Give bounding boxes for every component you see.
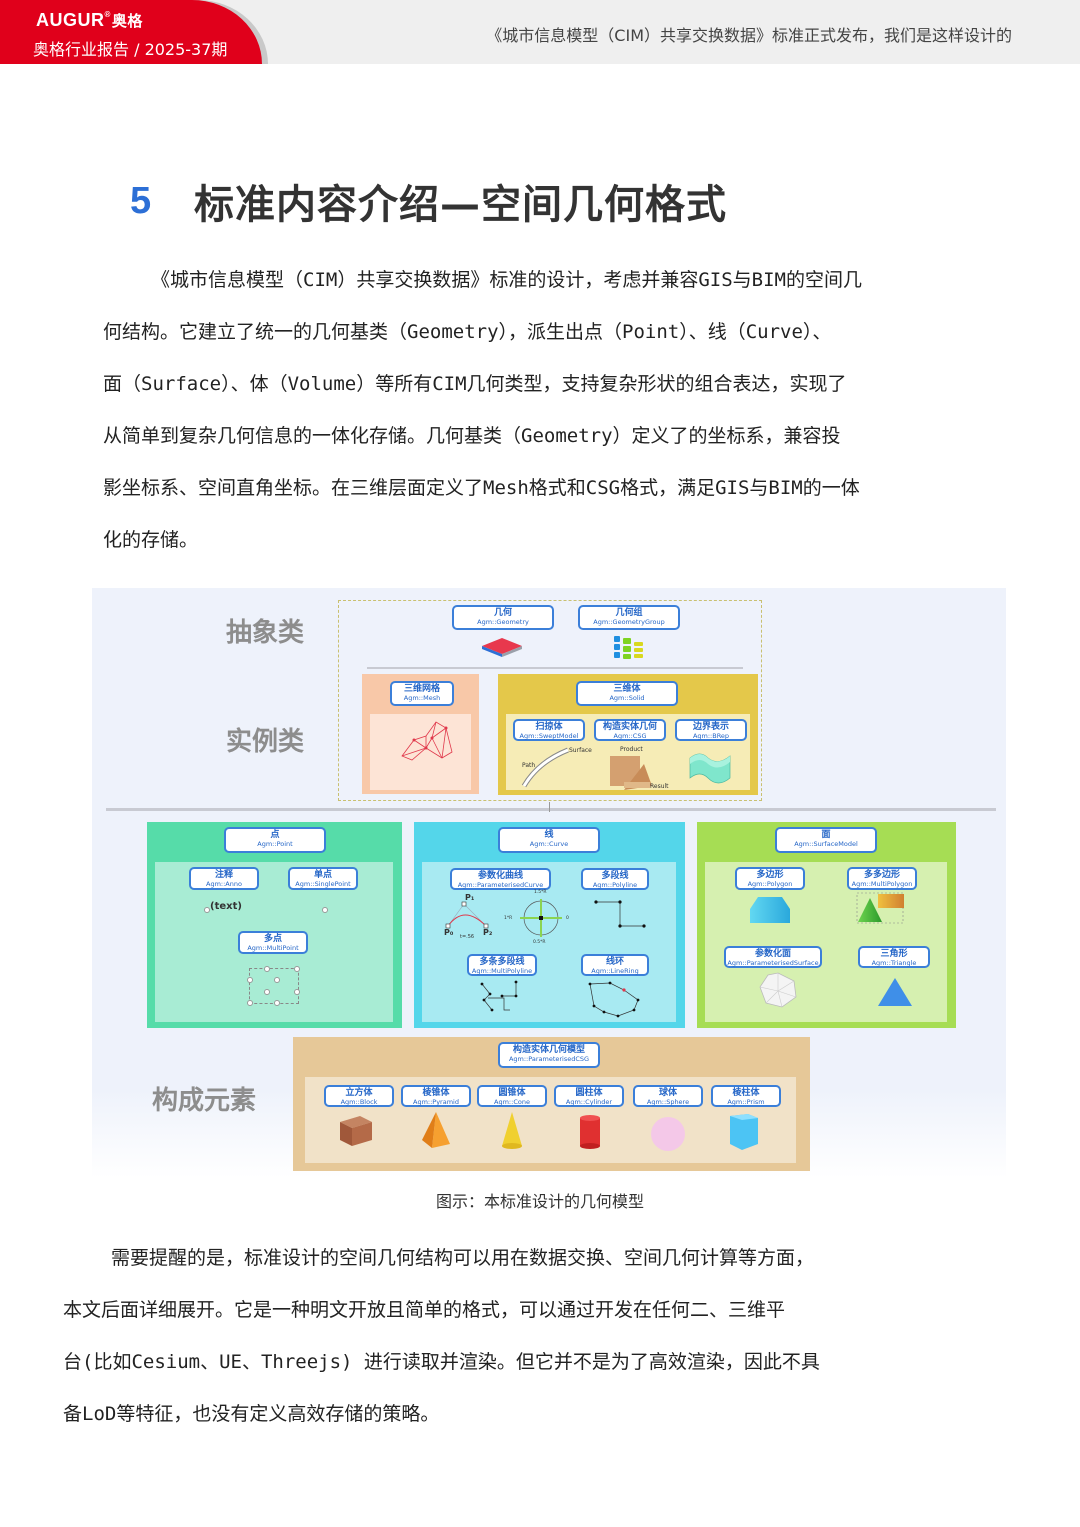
bezier-curve-icon (445, 901, 489, 929)
row-label-abstract: 抽象类 (226, 618, 305, 648)
single-point-icon (322, 907, 328, 913)
brand-logo: AUGUR®奥格 (36, 10, 143, 31)
paragraph-line: 本文后面详细展开。它是一种明文开放且简单的格式，可以通过开发在任何二、三维平 (63, 1299, 786, 1321)
page-header: AUGUR®奥格 奥格行业报告 / 2025-37期 《城市信息模型（CIM）共… (0, 0, 1080, 64)
abstract-divider (367, 667, 743, 669)
swept-model-icon (521, 747, 569, 788)
section-number: 5 (130, 179, 152, 222)
row-label-element: 构成元素 (152, 1086, 257, 1116)
cone-icon (502, 1112, 522, 1149)
csg-solid-icon (610, 756, 652, 790)
brand-name-cn: 奥格 (111, 13, 143, 30)
brand-name: AUGUR (36, 10, 105, 30)
brand-banner: AUGUR®奥格 奥格行业报告 / 2025-37期 (0, 0, 262, 64)
circle-arc-icon (520, 899, 562, 937)
geometry-slab-icon (482, 638, 522, 657)
instance-divider (106, 808, 996, 811)
sphere-icon (651, 1117, 685, 1151)
cylinder-icon (580, 1115, 600, 1149)
paragraph-line: 何结构。它建立了统一的几何基类（Geometry），派生出点（Point）、线（… (103, 321, 832, 343)
paragraph-line: 需要提醒的是，标准设计的空间几何结构可以用在数据交换、空间几何计算等方面， (111, 1247, 815, 1269)
closing-paragraph: 需要提醒的是，标准设计的空间几何结构可以用在数据交换、空间几何计算等方面， 本文… (63, 1232, 820, 1440)
row-label-instance: 实例类 (226, 727, 305, 757)
polygon-icon (750, 897, 790, 923)
article-title: 《城市信息模型（CIM）共享交换数据》标准正式发布，我们是这样设计的 (486, 26, 1012, 45)
intro-paragraph: 《城市信息模型（CIM）共享交换数据》标准的设计，考虑并兼容GIS与BIM的空间… (103, 254, 862, 566)
line-ring-icon (588, 981, 640, 1018)
block-icon (340, 1116, 372, 1146)
abstract-instance-group (338, 600, 762, 801)
mesh-wireframe-icon (401, 721, 453, 761)
paragraph-line: 《城市信息模型（CIM）共享交换数据》标准的设计，考虑并兼容GIS与BIM的空间… (151, 269, 862, 291)
polyline-icon (594, 900, 646, 928)
paragraph-line: 台(比如Cesium、UE、Threejs) 进行读取并渲染。但它并不是为了高效… (63, 1351, 820, 1373)
paragraph-line: 面（Surface）、体（Volume）等所有CIM几何类型，支持复杂形状的组合… (103, 373, 847, 395)
geometry-group-icon (614, 636, 643, 659)
section-heading: 5 标准内容介绍—空间几何格式 (130, 172, 727, 230)
section-title: 标准内容介绍—空间几何格式 (194, 182, 727, 228)
paragraph-line: 备LoD等特征，也没有定义高效存储的策略。 (63, 1403, 440, 1425)
paragraph-line: 从简单到复杂几何信息的一体化存储。几何基类（Geometry）定义了的坐标系，兼… (103, 425, 841, 447)
prism-icon (730, 1114, 758, 1150)
anno-text-sample: (text) (210, 901, 242, 912)
triangle-icon (878, 978, 912, 1006)
multi-point-icon (247, 966, 300, 1006)
figure-caption: 图示：本标准设计的几何模型 (435, 1192, 644, 1211)
point-panel (147, 822, 402, 1028)
brep-solid-icon (689, 753, 731, 784)
pyramid-icon (422, 1112, 450, 1148)
parameterised-surface-icon (759, 972, 797, 1008)
multi-polyline-icon (480, 980, 518, 1012)
paragraph-line: 化的存储。 (103, 529, 199, 551)
paragraph-line: 影坐标系、空间直角坐标。在三维层面定义了Mesh格式和CSG格式，满足GIS与B… (103, 477, 860, 499)
registered-mark: ® (104, 10, 111, 19)
multi-polygon-icon (856, 892, 904, 924)
issue-label: 奥格行业报告 / 2025-37期 (33, 40, 228, 59)
